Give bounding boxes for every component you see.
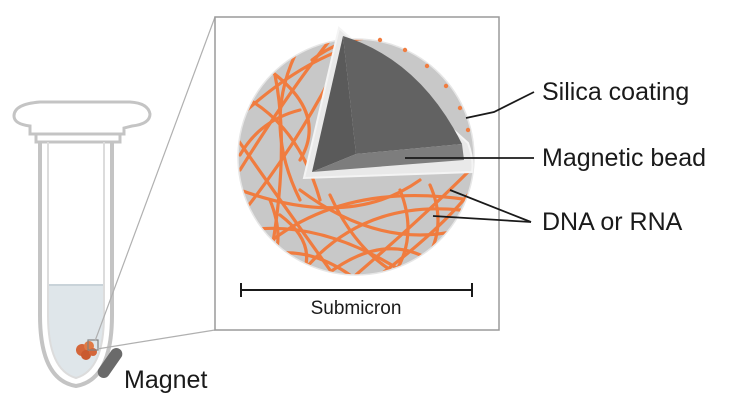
magnet [97,347,123,379]
zoom-line-bottom [96,329,216,350]
test-tube [12,100,152,389]
scale-label: Submicron [311,298,402,319]
bead-pellet [76,341,97,360]
zoom-line-top [94,16,216,342]
tube-inner-wall [47,142,105,380]
dna-rna-label: DNA or RNA [542,208,683,236]
callout-dna-upper [449,189,532,223]
magnetic-core-bottom [312,144,464,172]
fiber-ends [377,37,471,133]
tube-cap [12,100,152,136]
magnetic-bead-label: Magnetic bead [542,144,706,172]
callout-dna-lower [432,215,532,223]
bead-outline [237,38,475,276]
zoom-source-box [87,339,99,351]
scale-bar [240,283,473,297]
silica-coating-label: Silica coating [542,78,689,106]
magnetic-core-left [312,36,356,172]
magnetic-core-top [343,36,462,154]
callout-silica [465,91,535,119]
tube-cap-rim [34,132,122,144]
callout-lines [405,91,535,223]
tube-body [38,142,114,389]
magnet-label: Magnet [124,366,207,394]
